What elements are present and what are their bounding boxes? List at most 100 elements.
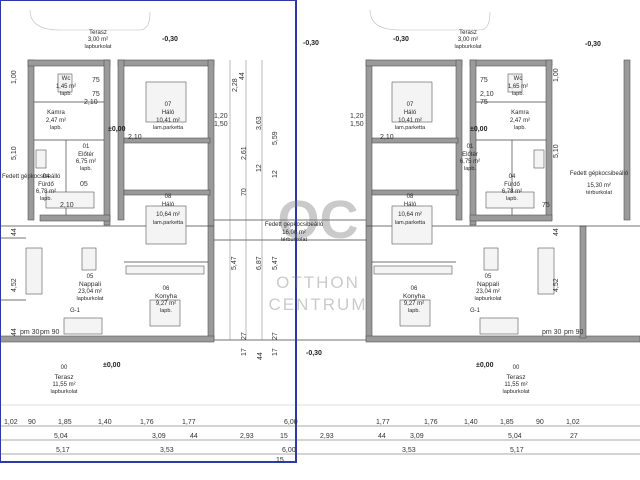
right-unit xyxy=(365,59,640,343)
room-name: Fedett gépkocsibeálló xyxy=(570,171,629,177)
dimension-label: 1,77 xyxy=(182,419,196,426)
dimension-label: 15 xyxy=(276,457,284,464)
watermark: OC OTTHON CENTRUM xyxy=(269,190,368,314)
room-area: 1,45 m² xyxy=(56,84,76,90)
dimension-label: 1,40 xyxy=(464,419,478,426)
room-floor: lapburkolat xyxy=(455,44,482,50)
room-area: 23,04 m² xyxy=(78,289,102,295)
dimension-label: 90 xyxy=(28,419,36,426)
room-floor: lapb. xyxy=(464,166,476,172)
dimension-label: 3,63 xyxy=(256,116,263,130)
room-name: Kamra xyxy=(47,110,65,116)
dimension-label: 1,40 xyxy=(98,419,112,426)
right-room-labels: Terasz 3,00 m² lapburkolat Wc 1,65 m² la… xyxy=(395,30,629,395)
room-name: Fedett gépkocsibeálló xyxy=(2,174,61,180)
dimension-label: 2,93 xyxy=(320,433,334,440)
dimension-label: 75 xyxy=(480,77,488,84)
left-unit xyxy=(0,59,215,343)
room-floor: lam.parketta xyxy=(395,125,426,131)
room-area: 10,64 m² xyxy=(398,212,422,218)
room-area: 9,27 m² xyxy=(404,301,424,307)
room-floor: lapb. xyxy=(408,308,420,314)
dimension-label: 6,87 xyxy=(256,256,263,270)
dimension-label: 1,00 xyxy=(11,70,18,84)
room-area: 6,78 m² xyxy=(36,189,56,195)
dimension-label: 5,47 xyxy=(231,256,238,270)
room-area: 11,55 m² xyxy=(504,382,527,388)
dimension-label: 6,00 xyxy=(284,419,298,426)
dimension-label: 90 xyxy=(536,419,544,426)
room-number: 08 xyxy=(407,194,414,200)
dimension-label: 2,10 xyxy=(60,202,74,209)
room-name: Konyha xyxy=(403,293,425,300)
section-mark: G-1 xyxy=(70,308,81,314)
watermark-line2: CENTRUM xyxy=(269,295,368,314)
opening-label: pm 90 xyxy=(40,329,60,336)
level-mark: -0,30 xyxy=(306,350,322,357)
room-floor: lapb. xyxy=(512,91,524,97)
dimension-label: 2,61 xyxy=(241,146,248,160)
dimension-label: 27 xyxy=(272,332,279,340)
dimension-label: 44 xyxy=(11,228,18,236)
room-area: 11,55 m² xyxy=(52,382,75,388)
dimension-label: 44 xyxy=(239,72,246,80)
room-area: 1,65 m² xyxy=(508,84,528,90)
dimension-label: 5,47 xyxy=(272,256,279,270)
small-dimensions: 75 75 2,10 75 2,10 05 75 2,10 75 xyxy=(60,77,550,209)
room-area: 6,78 m² xyxy=(502,189,522,195)
room-floor: lam.parketta xyxy=(395,220,426,226)
room-floor: lapburkolat xyxy=(77,296,104,302)
level-mark: -0,30 xyxy=(393,36,409,43)
room-area: 6,75 m² xyxy=(460,159,480,165)
level-mark: -0,30 xyxy=(585,41,601,48)
room-floor: lapb. xyxy=(40,196,52,202)
dimension-label: 5,17 xyxy=(56,447,70,454)
carport-name: Fedett gépkocsibeálló xyxy=(265,222,324,228)
room-floor: térburkolat xyxy=(586,190,612,196)
dimension-label: 5,04 xyxy=(508,433,522,440)
opening-label: pm 30 xyxy=(542,329,562,336)
room-name: Terasz xyxy=(459,30,477,36)
room-name: Előtér xyxy=(462,152,478,158)
room-area: 2,47 m² xyxy=(510,118,530,124)
room-name: Háló xyxy=(162,202,175,208)
dimension-label: 1,76 xyxy=(140,419,154,426)
room-floor: lam.parketta xyxy=(153,220,184,226)
dimension-label: 1,02 xyxy=(4,419,18,426)
room-area: 9,27 m² xyxy=(156,301,176,307)
dimension-label: 4,52 xyxy=(11,278,18,292)
room-floor: lapburkolat xyxy=(51,389,78,395)
watermark-line1: OTTHON xyxy=(276,273,360,292)
dimension-label: 12 xyxy=(256,164,263,172)
opening-label: 1,20 xyxy=(350,113,364,120)
room-name: Fürdő xyxy=(38,182,54,188)
room-number: 04 xyxy=(509,174,516,180)
room-number: 07 xyxy=(165,102,172,108)
dimension-label: 1,85 xyxy=(500,419,514,426)
dimension-label: 3,53 xyxy=(402,447,416,454)
room-name: Előtér xyxy=(78,152,94,158)
room-floor: lapb. xyxy=(80,166,92,172)
room-floor: lapb. xyxy=(160,308,172,314)
level-marks: -0,30 -0,30 -0,30 -0,30 -0,30 ±0,00 ±0,0… xyxy=(70,36,601,369)
carport-floor: térburkolat xyxy=(281,237,307,243)
dimension-label: 1,00 xyxy=(553,68,560,82)
dimension-label: 3,09 xyxy=(410,433,424,440)
room-area: 23,04 m² xyxy=(476,289,500,295)
room-floor: lapb. xyxy=(50,125,62,131)
room-floor: lapburkolat xyxy=(475,296,502,302)
room-floor: lapb. xyxy=(506,196,518,202)
room-area: 2,47 m² xyxy=(46,118,66,124)
dimension-label: 44 xyxy=(257,352,264,360)
room-number: 07 xyxy=(407,102,414,108)
opening-label: 2,10 xyxy=(128,134,142,141)
room-floor: lam.parketta xyxy=(153,125,184,131)
dimension-label: 3,09 xyxy=(152,433,166,440)
edge-dimensions: 1,00 5,10 44 4,52 44 1,00 5,10 44 4,52 xyxy=(11,68,560,336)
carport-area: 16,00 m² xyxy=(282,230,306,236)
dimension-label: 75 xyxy=(542,202,550,209)
room-name: Nappali xyxy=(79,281,101,288)
room-number: 06 xyxy=(163,286,170,292)
room-name: Terasz xyxy=(54,374,73,381)
opening-label: pm 30 xyxy=(20,329,40,336)
